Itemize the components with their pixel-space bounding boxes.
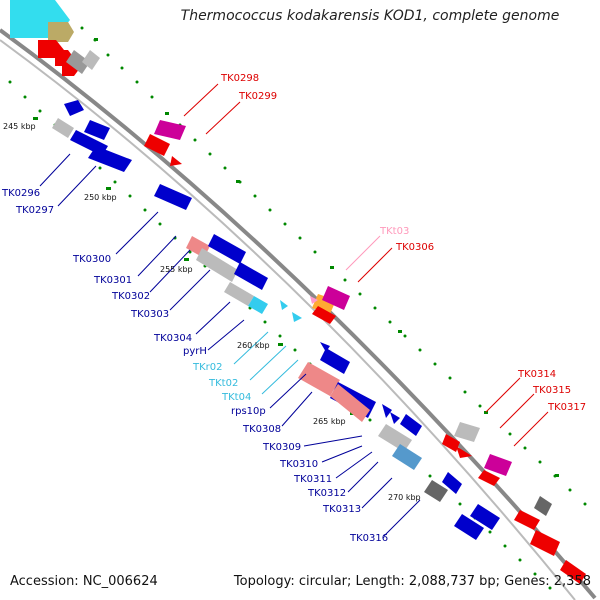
gene-tan — [48, 22, 74, 42]
gene-tk0302[interactable] — [208, 234, 246, 264]
gene-tkt04[interactable] — [292, 312, 302, 322]
gene-tk0303[interactable] — [196, 248, 238, 282]
gene-label[interactable]: TK0301 — [93, 275, 132, 286]
gene-label[interactable]: TK0312 — [307, 488, 346, 499]
gene-label[interactable]: TK0308 — [242, 424, 281, 435]
gene-label[interactable]: TK0313 — [322, 504, 361, 515]
gene-tkr02[interactable] — [248, 296, 268, 314]
gene-forward[interactable] — [478, 470, 500, 486]
gene-pyrh[interactable] — [224, 282, 254, 306]
leader-lines — [39, 83, 549, 537]
gene-label[interactable]: pyrH — [183, 346, 207, 357]
gene-tk0317[interactable] — [484, 454, 512, 476]
gene-small-forward[interactable] — [170, 156, 182, 166]
genome-stats: Topology: circular; Length: 2,088,737 bp… — [233, 574, 591, 589]
gene-label[interactable]: TKr02 — [192, 362, 223, 373]
gene-label[interactable]: TK0317 — [547, 402, 586, 413]
kbp-label: 245 kbp — [3, 122, 36, 131]
gene-tk0310b[interactable] — [330, 384, 370, 422]
forward-genes — [10, 0, 586, 584]
gene-tk0316[interactable] — [454, 514, 484, 540]
gene-label[interactable]: TKt02 — [208, 378, 238, 389]
gene-grey[interactable] — [82, 50, 100, 70]
gene-label[interactable]: TK0304 — [153, 333, 192, 344]
kbp-label: 260 kbp — [237, 341, 270, 350]
gene-small-forward[interactable] — [456, 446, 472, 458]
kbp-label: 255 kbp — [160, 265, 193, 274]
gene-tkt03[interactable] — [310, 296, 318, 304]
gene-tk0311[interactable] — [382, 404, 392, 418]
gene-tk0298[interactable] — [154, 120, 186, 140]
gene-tk0312[interactable] — [378, 424, 412, 452]
gene-tk0313[interactable] — [392, 444, 422, 470]
gene-tk0309[interactable] — [298, 362, 340, 396]
gene-tk0299[interactable] — [144, 134, 170, 156]
map-title: Thermococcus kodakarensis KOD1, complete… — [180, 8, 560, 24]
gene-label[interactable]: TK0298 — [220, 73, 259, 84]
genome-backbone — [0, 28, 597, 600]
gene-grey[interactable] — [52, 118, 74, 138]
gene-tk0304[interactable] — [234, 262, 268, 290]
gene-label[interactable]: TK0303 — [130, 309, 169, 320]
gene-forward[interactable] — [514, 510, 540, 530]
gene-tk0306[interactable] — [312, 306, 336, 324]
gene-tk0306-b[interactable] — [322, 286, 350, 310]
gene-tk0314[interactable] — [454, 422, 480, 442]
gene-label[interactable]: TKt04 — [221, 392, 251, 403]
kbp-label: 270 kbp — [388, 493, 421, 502]
gene-tkt02[interactable] — [280, 300, 288, 310]
reverse-genes — [52, 100, 500, 540]
gene-label[interactable]: TK0299 — [238, 91, 277, 102]
gene-reverse[interactable] — [84, 120, 110, 140]
kbp-label: 265 kbp — [313, 417, 346, 426]
gene-label[interactable]: TK0310 — [279, 459, 318, 470]
gene-reverse[interactable] — [442, 472, 462, 494]
gene-label[interactable]: TK0296 — [1, 188, 40, 199]
gene-reverse[interactable] — [64, 100, 84, 116]
gene-forward[interactable] — [530, 530, 560, 556]
gene-label[interactable]: TK0311 — [293, 474, 332, 485]
gene-label[interactable]: rps10p — [231, 406, 266, 417]
gene-label[interactable]: TK0314 — [517, 369, 556, 380]
accession-text: Accession: NC_006624 — [10, 574, 158, 589]
gene-dark[interactable] — [424, 480, 448, 502]
gene-label[interactable]: TK0309 — [262, 442, 301, 453]
gene-forward[interactable] — [560, 560, 586, 584]
gene-tk0315[interactable] — [442, 434, 460, 452]
gene-label[interactable]: TK0316 — [349, 533, 388, 544]
gene-label[interactable]: TKt03 — [379, 226, 409, 237]
genome-backbone-inner — [0, 39, 576, 600]
gene-label[interactable]: TK0306 — [395, 242, 434, 253]
gene-label[interactable]: TK0297 — [15, 205, 54, 216]
gene-tk0308[interactable] — [320, 348, 350, 374]
gene-tk0300[interactable] — [154, 184, 192, 210]
gene-label[interactable]: TK0300 — [72, 254, 111, 265]
gene-reverse[interactable] — [400, 414, 422, 436]
gene-label[interactable]: TK0315 — [532, 385, 571, 396]
kbp-label: 250 kbp — [84, 193, 117, 202]
gene-label[interactable]: TK0302 — [111, 291, 150, 302]
gene-tk0297[interactable] — [88, 146, 132, 172]
gene-grey[interactable] — [66, 50, 90, 74]
gene-tk0316b[interactable] — [470, 504, 500, 530]
gene-tk0311b[interactable] — [390, 412, 400, 424]
outer-ticks — [80, 26, 587, 506]
gene-dark[interactable] — [534, 496, 552, 516]
